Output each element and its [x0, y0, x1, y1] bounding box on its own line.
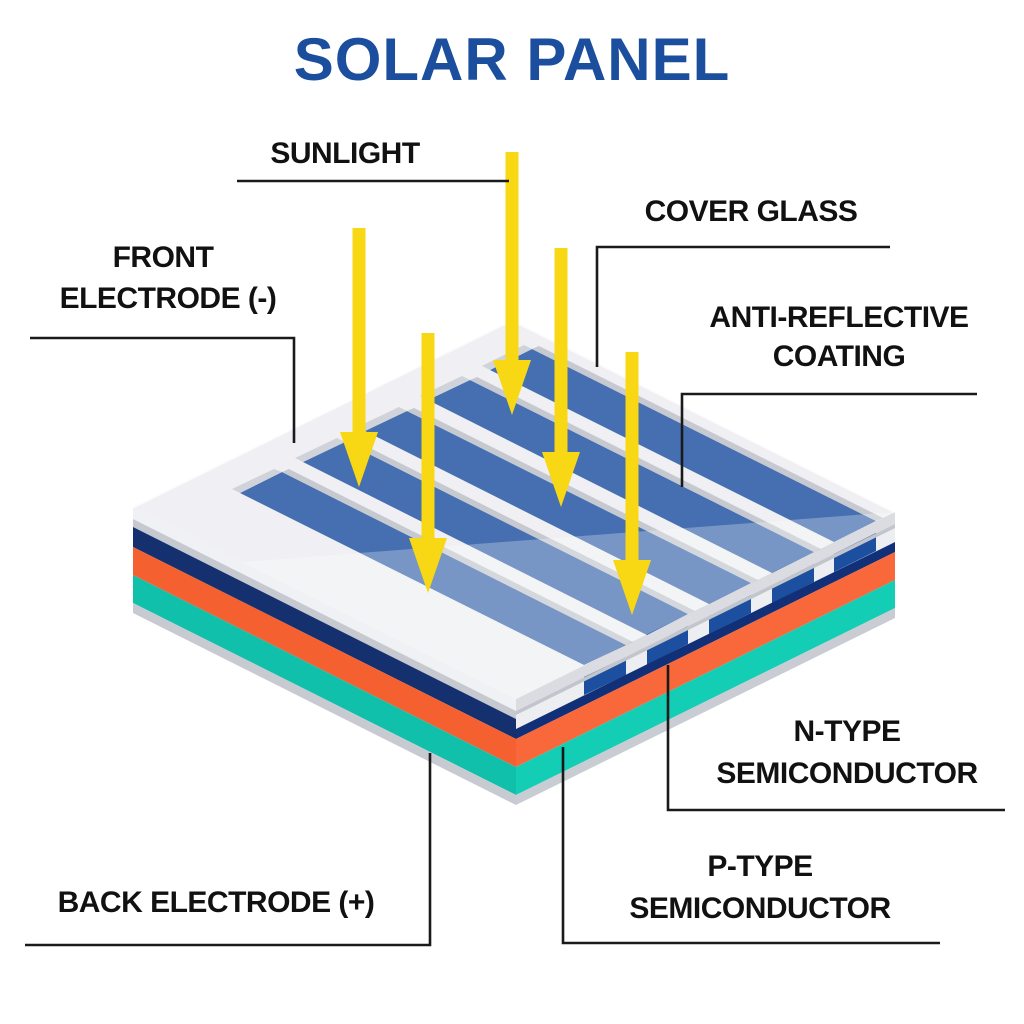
- stripe-cap-4: [295, 438, 345, 462]
- glass-reflection: [242, 512, 895, 699]
- label-anti-reflective-line1: ANTI-REFLECTIVE: [709, 301, 968, 334]
- sun-ray-arrow-2: [409, 333, 447, 593]
- stripe-blue-2: [428, 380, 814, 573]
- p-type-leader-line: [561, 747, 940, 945]
- panel-left-face: [133, 507, 516, 805]
- cover-glass-leader-line: [595, 245, 890, 367]
- label-front-electrode-line1: FRONT: [113, 241, 214, 274]
- left-face-back-electrode-layer: [133, 603, 516, 805]
- stripe-blue-3: [365, 411, 751, 604]
- back-electrode-leader-line: [25, 753, 432, 947]
- stripe-edge-1: [532, 346, 883, 521]
- right-face-stripe-section-4: [647, 626, 688, 665]
- label-front-electrode-line2: ELECTRODE (-): [60, 282, 277, 315]
- n-type-leader-line: [666, 665, 1005, 812]
- right-face-stripe-section-1: [834, 533, 876, 572]
- label-n-type-line2: SEMICONDUCTOR: [716, 757, 978, 790]
- stripe-edge-5: [282, 469, 633, 645]
- front-electrode-leader-line: [30, 336, 296, 443]
- left-face-glass-edge: [133, 507, 516, 711]
- stripe-cap-3: [357, 407, 407, 431]
- right-face-anti-reflective-layer: [516, 542, 895, 739]
- label-anti-reflective-line2: COATING: [773, 340, 906, 373]
- label-cover-glass: COVER GLASS: [645, 195, 858, 228]
- left-face-n-type-layer: [133, 547, 516, 767]
- leader-lines: [25, 179, 1005, 947]
- page-title: SOLAR PANEL: [294, 26, 731, 93]
- anti-reflective-leader-line: [680, 392, 977, 487]
- sun-ray-arrow-1: [340, 228, 378, 487]
- label-p-type-line1: P-TYPE: [707, 850, 812, 883]
- label-n-type-line1: N-TYPE: [793, 715, 900, 748]
- cover-glass-tint: [133, 320, 895, 699]
- stripe-edge-3: [407, 408, 758, 583]
- stripe-blue-4: [303, 442, 688, 635]
- stripe-cap-5: [232, 469, 282, 493]
- sunlight-arrows: [340, 152, 651, 615]
- sun-ray-arrow-5: [613, 352, 651, 615]
- right-face-back-electrode-layer: [516, 608, 895, 805]
- right-face-stripe-section-5: [584, 657, 626, 695]
- sun-ray-arrow-4: [542, 248, 580, 507]
- left-face-anti-reflective-layer: [133, 527, 516, 739]
- right-face-n-type-layer: [516, 552, 895, 767]
- right-face-stripe-section-2: [772, 564, 814, 603]
- label-p-type-line2: SEMICONDUCTOR: [629, 892, 891, 925]
- right-face-cover-glass-edge: [516, 512, 895, 711]
- front-electrode-surface: [133, 320, 895, 699]
- right-face-stripe-section-3: [709, 595, 751, 634]
- left-face-glass-gray-line: [133, 519, 516, 719]
- sun-ray-arrow-3: [493, 152, 531, 415]
- label-back-electrode: BACK ELECTRODE (+): [58, 886, 375, 919]
- right-face-cap-line: [516, 524, 895, 715]
- right-face-p-type-layer: [516, 580, 895, 795]
- left-face-p-type-layer: [133, 575, 516, 795]
- label-sunlight: SUNLIGHT: [270, 137, 420, 170]
- panel-right-face: [516, 512, 895, 805]
